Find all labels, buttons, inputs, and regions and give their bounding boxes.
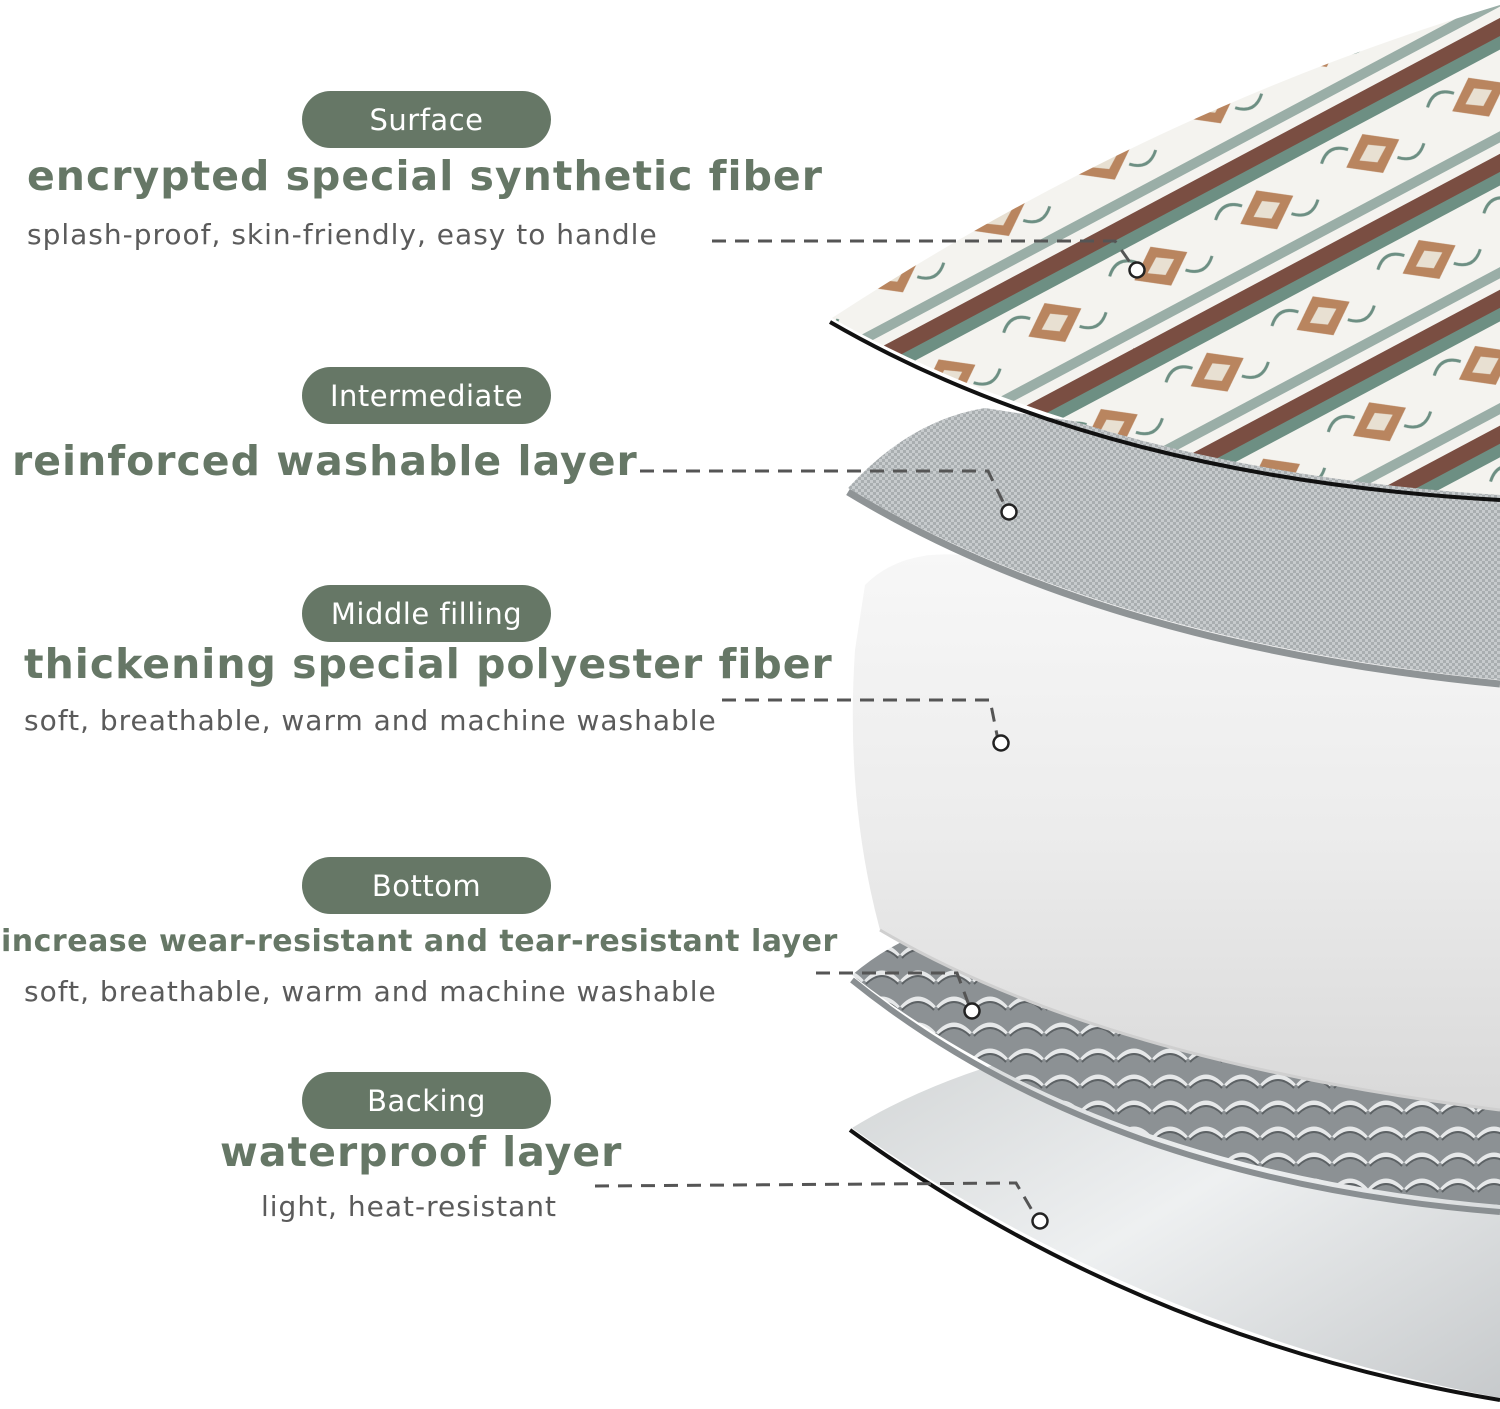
intermediate-title: reinforced washable layer [12, 437, 638, 485]
backing-title: waterproof layer [220, 1128, 623, 1176]
bottom-title: increase wear-resistant and tear-resista… [1, 924, 838, 959]
bottom-subtitle: soft, breathable, warm and machine washa… [24, 975, 717, 1008]
backing-subtitle: light, heat-resistant [261, 1190, 558, 1223]
middle-filling-title: thickening special polyester fiber [24, 640, 833, 688]
bottom-label-pill: Bottom [302, 857, 551, 914]
backing-leader-line [594, 1181, 1038, 1218]
intermediate-leader-line [640, 469, 1008, 509]
middle-filling-subtitle: soft, breathable, warm and machine washa… [24, 704, 717, 737]
surface-subtitle: splash-proof, skin-friendly, easy to han… [27, 218, 658, 251]
backing-marker [1031, 1212, 1049, 1230]
backing-label-pill: Backing [302, 1072, 551, 1129]
intermediate-marker [1000, 503, 1018, 521]
bottom-marker [963, 1002, 981, 1020]
surface-layer-shape [832, 5, 1500, 495]
bottom-leader-line [816, 971, 972, 1009]
surface-marker [1128, 261, 1146, 279]
middle-filling-shape [852, 554, 1500, 1110]
surface-title: encrypted special synthetic fiber [27, 152, 823, 200]
middle-filling-marker [992, 734, 1010, 752]
surface-leader-line [712, 239, 1136, 269]
middle-filling-label-pill: Middle filling [302, 585, 551, 642]
intermediate-label-pill: Intermediate [302, 367, 551, 424]
surface-label-pill: Surface [302, 91, 551, 148]
